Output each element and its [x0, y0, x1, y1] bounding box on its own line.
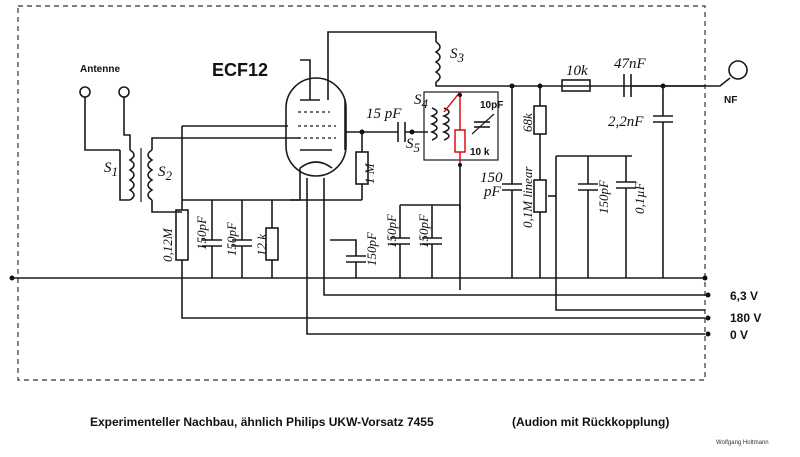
cap-0-1uf-label: 0,1µF — [632, 181, 647, 214]
cap-2-2nf-label: 2,2nF — [608, 114, 644, 130]
rail-terminals — [705, 292, 711, 337]
cap-150pf-b-label: 150pF — [224, 221, 239, 256]
antenna-terminals — [79, 86, 130, 201]
caption-note: (Audion mit Rückkopplung) — [512, 415, 669, 429]
cap-2-2nf — [653, 83, 673, 278]
res-0-12m — [175, 209, 705, 319]
chassis-frame — [17, 5, 706, 381]
s4-label: S4 — [414, 92, 429, 111]
res-1m-label: 1 M — [362, 162, 377, 184]
rail-180v-label: 180 V — [730, 311, 761, 325]
s2-label: S2 — [158, 164, 173, 183]
res-10k-out-label: 10k — [566, 63, 588, 79]
rail-6-3v-label: 6,3 V — [730, 289, 758, 303]
cap-150pf-c — [330, 239, 366, 278]
plate-wire — [327, 31, 437, 82]
tank-s4-s5 — [423, 91, 499, 167]
coil-s3 — [434, 41, 705, 87]
cap-150pf-a — [202, 200, 222, 278]
nf-label: NF — [724, 95, 737, 106]
cap-0-1uf — [616, 156, 636, 278]
cap-150pf-d-label: 150pF — [384, 213, 399, 248]
caption-main: Experimenteller Nachbau, ähnlich Philips… — [90, 415, 434, 429]
cap-15pf — [345, 122, 428, 142]
cap-150pf-d — [390, 205, 410, 278]
author-credit: Wolfgang Holtmann — [716, 440, 769, 446]
cap-150pf-e — [422, 205, 442, 278]
tube-ecf12 — [285, 77, 347, 177]
coil-s1 — [128, 134, 135, 201]
res-68k — [533, 83, 547, 180]
res-12k — [265, 200, 279, 278]
pot-label: 0,1M linear — [520, 166, 535, 228]
cap-150pf-f-label: 150 — [480, 170, 503, 186]
cap-150pf-a-label: 150pF — [194, 215, 209, 250]
antenna-label: Antenne — [80, 64, 120, 75]
rail-0v-label: 0 V — [730, 328, 748, 342]
cap-150pf-b — [232, 200, 252, 278]
screen-wire — [300, 59, 311, 90]
s5-label: S5 — [406, 136, 421, 155]
res-10k-fb-label: 10 k — [470, 147, 490, 158]
cap-150pf-e-label: 150pF — [416, 213, 431, 248]
s1-label: S1 — [104, 160, 118, 179]
cap-15pf-label: 15 pF — [366, 106, 402, 122]
res-68k-label: 68k — [520, 113, 535, 132]
res-1m — [355, 132, 369, 200]
s3-label: S3 — [450, 46, 465, 65]
res-12k-label: 12 k — [254, 234, 269, 256]
cap-10pf-label: 10pF — [480, 100, 503, 111]
res-0-12m-label: 0,12M — [160, 227, 175, 262]
nf-output-terminal[interactable] — [728, 60, 748, 80]
cap-150pf-g — [578, 156, 598, 278]
cap-150pf-c-label: 150pF — [364, 231, 379, 266]
cap-47nf-label: 47nF — [614, 56, 647, 72]
cap-47nf — [623, 74, 731, 97]
tube-label: ECF12 — [212, 60, 268, 80]
cap-150pf-f-unit: pF — [483, 184, 502, 200]
res-10k-out — [561, 79, 591, 92]
cap-150pf-g-label: 150pF — [596, 179, 611, 214]
cap-150pf-f — [502, 83, 522, 278]
coil-s2 — [140, 137, 300, 213]
pot-0-1m-linear[interactable] — [533, 155, 705, 311]
